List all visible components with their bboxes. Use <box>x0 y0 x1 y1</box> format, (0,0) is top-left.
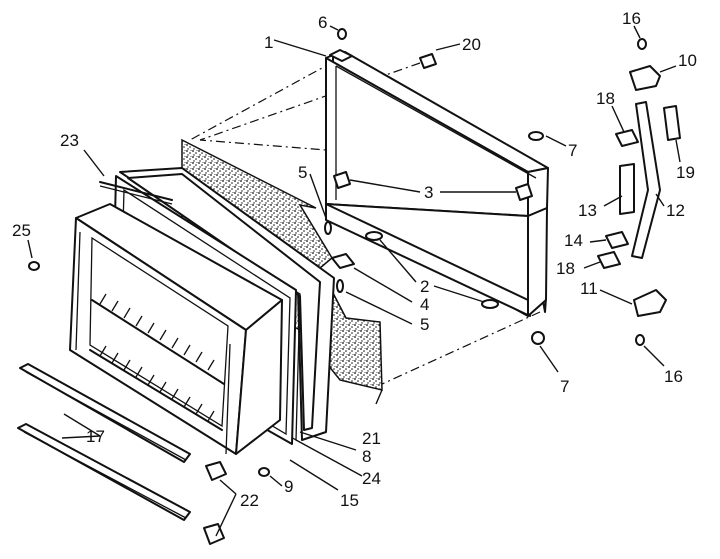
callout-16-top: 16 <box>622 9 641 28</box>
screw-icon <box>258 467 270 477</box>
callout-7-top: 7 <box>568 141 577 160</box>
callout-5-top: 5 <box>298 163 307 182</box>
callout-13: 13 <box>578 201 597 220</box>
callout-18-top: 18 <box>596 89 615 108</box>
callout-1: 1 <box>264 33 273 52</box>
screw-icon <box>324 221 332 235</box>
hinge-arm-icon <box>631 101 661 259</box>
bracket-icon <box>333 171 351 189</box>
callout-11: 11 <box>580 279 598 298</box>
washer-icon <box>365 231 383 241</box>
callout-3: 3 <box>424 183 433 202</box>
hinge-assembly <box>597 38 681 346</box>
callout-22: 22 <box>240 491 259 510</box>
shim-icon <box>597 251 621 269</box>
shelf-retainer-bars <box>17 363 227 545</box>
leader-lines <box>27 25 681 537</box>
screw-icon <box>337 28 347 40</box>
callout-21: 21 <box>362 429 381 448</box>
screw-icon <box>637 38 647 50</box>
callout-25: 25 <box>12 221 31 240</box>
callout-10: 10 <box>678 51 697 70</box>
callout-24: 24 <box>362 469 381 488</box>
callout-2: 2 <box>420 277 429 296</box>
shim-icon <box>331 253 355 269</box>
inner-door-liner <box>69 203 283 455</box>
callout-23: 23 <box>60 131 79 150</box>
callout-8: 8 <box>362 447 371 466</box>
callout-14: 14 <box>564 231 583 250</box>
callout-17: 17 <box>86 427 105 446</box>
hinge-top-icon <box>629 65 661 91</box>
callout-5-bottom: 5 <box>420 315 429 334</box>
screw-icon <box>28 261 40 271</box>
shim-icon <box>605 231 629 249</box>
hinge-cover-icon <box>663 105 681 141</box>
door-shelf-ribs <box>99 293 215 422</box>
callout-18-bottom: 18 <box>556 259 575 278</box>
hardware <box>28 28 545 477</box>
callout-16-bottom: 16 <box>664 367 683 386</box>
hinge-bottom-icon <box>633 289 667 317</box>
callout-15: 15 <box>340 491 359 510</box>
callout-4: 4 <box>420 295 429 314</box>
screw-icon <box>635 334 645 346</box>
bracket-icon <box>515 183 533 201</box>
roller-icon <box>528 131 544 141</box>
callout-12: 12 <box>666 201 685 220</box>
spacer-icon <box>619 163 635 215</box>
washer-icon <box>481 299 499 309</box>
callout-6: 6 <box>318 13 327 32</box>
handle-clip-icon <box>419 53 437 69</box>
callout-7-bottom: 7 <box>560 377 569 396</box>
callout-labels: 1 6 20 7 3 5 2 4 5 7 21 8 24 15 9 22 17 … <box>12 9 697 510</box>
callout-19: 19 <box>676 163 695 182</box>
screw-icon <box>336 279 344 293</box>
shim-icon <box>615 129 639 147</box>
outer-door-panel <box>325 49 549 317</box>
roller-icon <box>531 331 545 345</box>
callout-20: 20 <box>462 35 481 54</box>
breaker-strip <box>99 181 173 205</box>
callout-9: 9 <box>284 477 293 496</box>
